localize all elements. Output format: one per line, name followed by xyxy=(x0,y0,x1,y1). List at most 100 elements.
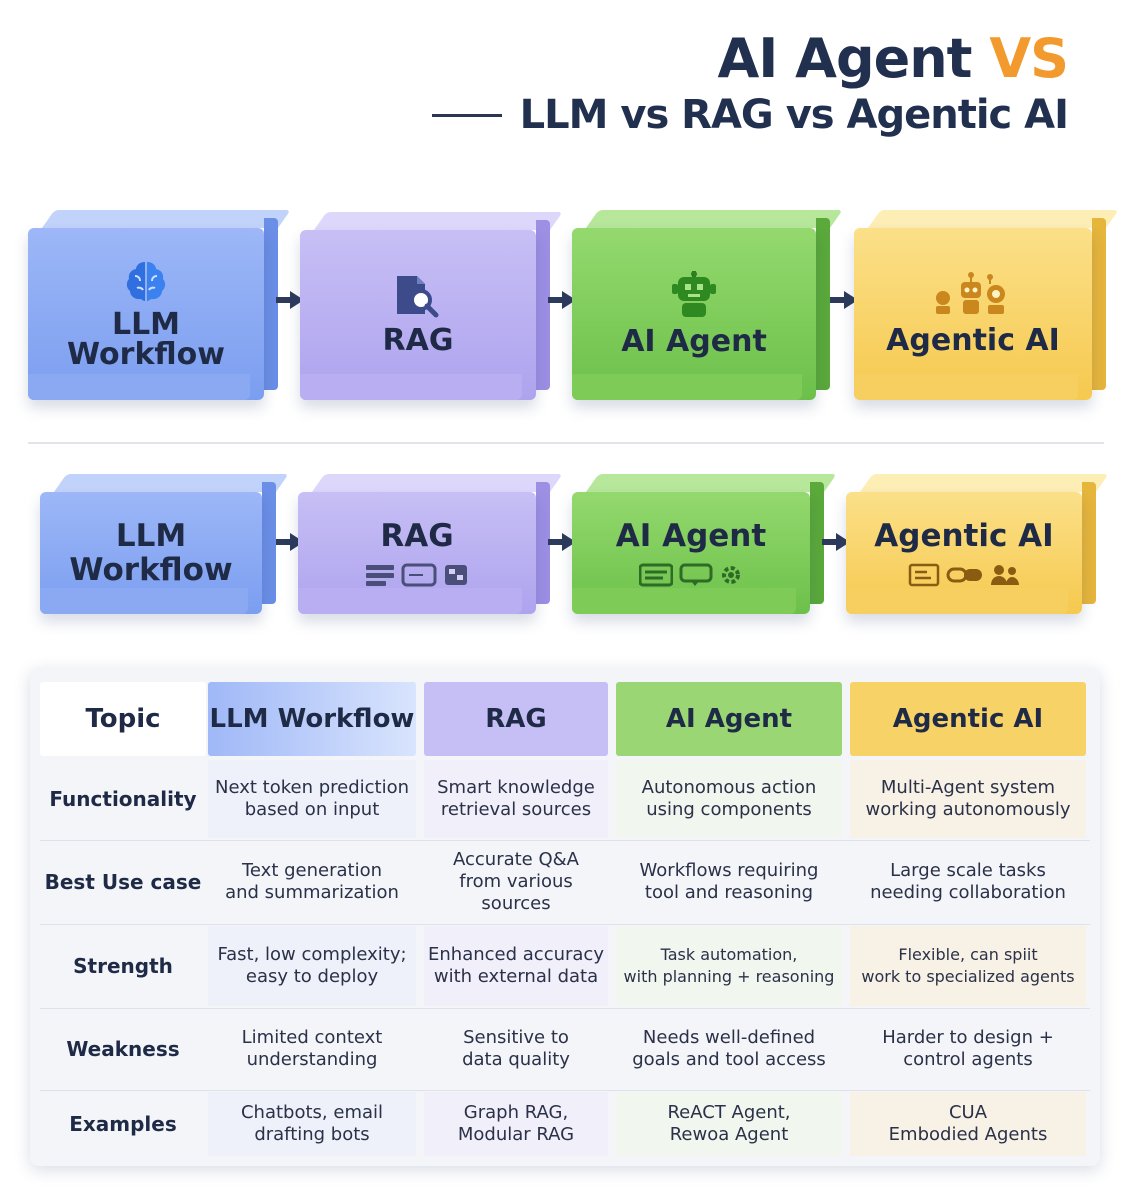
cell-text: Text generation and summarization xyxy=(225,860,399,903)
box2-rag: RAG xyxy=(298,474,563,614)
table-cell: Multi-Agent system working autonomously xyxy=(850,760,1086,838)
table-cell: Workflows requiring tool and reasoning xyxy=(616,842,842,922)
arrow-icon xyxy=(276,532,304,552)
list-icon xyxy=(366,565,394,586)
cell-text: Harder to design + control agents xyxy=(882,1027,1054,1070)
row-label-weakness: Weakness xyxy=(66,1037,180,1061)
database-icon xyxy=(445,565,467,585)
box2-ai-agent: AI Agent xyxy=(572,474,837,614)
cell-text: Multi-Agent system working autonomously xyxy=(865,777,1071,820)
table-cell: Harder to design + control agents xyxy=(850,1010,1086,1088)
table-cell: Accurate Q&A from various sources xyxy=(424,842,608,922)
table-cell: Enhanced accuracy with external data xyxy=(424,926,608,1006)
box-llm-line2: Workflow xyxy=(67,337,225,372)
section-divider xyxy=(28,442,1104,444)
box2-rag-icons xyxy=(365,563,469,587)
table-cell: Needs well-defined goals and tool access xyxy=(616,1010,842,1088)
subtitle-rule xyxy=(431,113,502,117)
cell-text: Sensitive to data quality xyxy=(462,1027,570,1070)
header-ai-agent: AI Agent xyxy=(616,682,842,756)
row-label-strength: Strength xyxy=(73,954,173,978)
box2-llm-workflow: LLM Workflow xyxy=(40,474,289,614)
box2-agentic-ai-label: Agentic AI xyxy=(874,518,1054,554)
cell-text: ReACT Agent, Rewoa Agent xyxy=(667,1102,791,1145)
comparison-table: Topic LLM Workflow RAG AI Agent Agentic … xyxy=(30,668,1100,1166)
cell-text: CUA Embodied Agents xyxy=(888,1102,1048,1145)
header-rag: RAG xyxy=(424,682,608,756)
box-agentic-ai-label: Agentic AI xyxy=(886,323,1060,358)
chain-icon xyxy=(946,567,982,583)
table-cell: Smart knowledge retrieval sources xyxy=(424,760,608,838)
users-icon xyxy=(991,565,1019,585)
arrow-icon xyxy=(276,290,304,310)
table-cell: Text generation and summarization xyxy=(208,842,416,922)
box2-agentic-icons xyxy=(908,563,1020,587)
arrow-icon xyxy=(548,532,576,552)
cell-text: Needs well-defined goals and tool access xyxy=(632,1027,826,1070)
cell-text: Task automation, with planning + reasoni… xyxy=(623,945,835,986)
table-cell: Sensitive to data quality xyxy=(424,1010,608,1088)
document-icon xyxy=(908,563,940,587)
row-divider xyxy=(40,1008,1090,1009)
arrow-icon xyxy=(548,290,576,310)
box-rag: RAG xyxy=(300,212,563,400)
row-label-best-use-case: Best Use case xyxy=(44,870,202,894)
box2-ai-agent-icons xyxy=(639,563,743,587)
table-cell: Autonomous action using components xyxy=(616,760,842,838)
gear-icon xyxy=(722,566,740,584)
header-llm-workflow: LLM Workflow xyxy=(208,682,416,756)
cell-text: Fast, low complexity; easy to deploy xyxy=(217,944,407,987)
row-label-functionality: Functionality xyxy=(49,787,197,811)
multi-robot-icon xyxy=(936,272,1005,314)
table-cell: Fast, low complexity; easy to deploy xyxy=(208,926,416,1006)
box-llm-workflow: LLM Workflow xyxy=(28,210,291,400)
document-search-icon xyxy=(397,276,439,318)
box2-ai-agent-label: AI Agent xyxy=(615,518,767,554)
row-divider xyxy=(40,840,1090,841)
cell-text: Large scale tasks needing collaboration xyxy=(870,860,1066,903)
row-divider xyxy=(40,924,1090,925)
header-topic: Topic xyxy=(40,682,206,756)
brain-icon xyxy=(126,262,166,301)
box2-rag-label: RAG xyxy=(380,518,454,554)
box-ai-agent: AI Agent xyxy=(572,210,843,400)
box-rag-label: RAG xyxy=(382,323,454,358)
table-cell: Next token prediction based on input xyxy=(208,760,416,838)
cell-text: Workflows requiring tool and reasoning xyxy=(639,860,819,903)
cell-text: Limited context understanding xyxy=(241,1027,383,1070)
stack-icon xyxy=(639,563,673,587)
page-subtitle: LLM vs RAG vs Agentic AI xyxy=(519,92,1069,138)
row-divider xyxy=(40,1090,1090,1091)
cell-text: Enhanced accuracy with external data xyxy=(428,944,604,987)
table-cell: Large scale tasks needing collaboration xyxy=(850,842,1086,922)
row-label-examples: Examples xyxy=(69,1112,177,1136)
card-icon xyxy=(401,563,437,587)
cell-text: Next token prediction based on input xyxy=(214,777,410,820)
box2-llm-line1: LLM xyxy=(115,518,187,554)
title-accent-text: VS xyxy=(989,27,1069,90)
subtitle-row: LLM vs RAG vs Agentic AI xyxy=(431,92,1069,138)
box-llm-line1: LLM xyxy=(111,307,181,342)
table-cell: Task automation, with planning + reasoni… xyxy=(616,926,842,1006)
cell-text: Accurate Q&A from various sources xyxy=(453,849,579,914)
cell-text: Autonomous action using components xyxy=(641,777,817,820)
cell-text: Smart knowledge retrieval sources xyxy=(437,777,595,820)
arrow-icon xyxy=(822,532,850,552)
cell-text: Graph RAG, Modular RAG xyxy=(457,1102,575,1145)
table-cell: ReACT Agent, Rewoa Agent xyxy=(616,1092,842,1156)
title-main-text: AI Agent xyxy=(717,27,972,90)
box2-agentic-ai: Agentic AI xyxy=(846,474,1109,614)
cell-text: Flexible, can spiit work to specialized … xyxy=(861,945,1075,986)
box-agentic-ai: Agentic AI xyxy=(854,210,1119,400)
table-cell: Flexible, can spiit work to specialized … xyxy=(850,926,1086,1006)
page-title: AI Agent VS xyxy=(432,27,1069,90)
chat-icon xyxy=(679,563,713,586)
title-block: AI Agent VS LLM vs RAG vs Agentic AI xyxy=(431,27,1069,138)
table-cell: Limited context understanding xyxy=(208,1010,416,1088)
robot-icon xyxy=(672,271,716,317)
table-cell: Graph RAG, Modular RAG xyxy=(424,1092,608,1156)
table-cell: CUA Embodied Agents xyxy=(850,1092,1086,1156)
header-agentic-ai: Agentic AI xyxy=(850,682,1086,756)
box-ai-agent-label: AI Agent xyxy=(621,324,767,359)
arrow-icon xyxy=(830,290,858,310)
